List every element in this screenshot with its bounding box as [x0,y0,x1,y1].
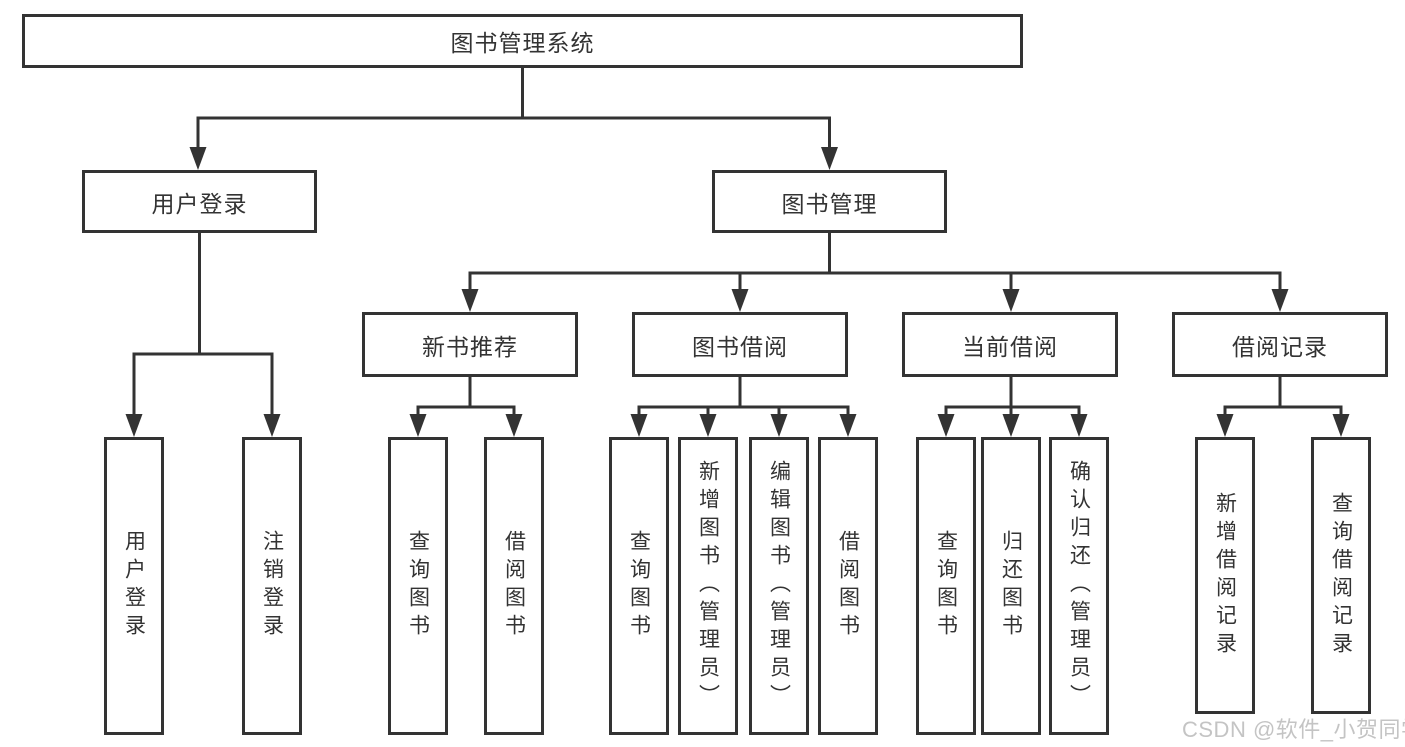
node-leaf-edit-book-admin: 编辑图书（管理员） [749,437,809,735]
node-label: 查询借阅记录 [1329,491,1353,660]
node-leaf-logout: 注销登录 [242,437,302,735]
node-label: 注销登录 [260,530,284,642]
node-label: 查询图书 [934,530,958,642]
node-leaf-user-login: 用户登录 [104,437,164,735]
node-label: 当前借阅 [962,333,1058,360]
node-book-management: 图书管理 [712,170,947,233]
node-book-borrow: 图书借阅 [632,312,848,377]
node-label: 新书推荐 [422,333,518,360]
node-label: 归还图书 [999,530,1023,642]
node-leaf-query-borrow-record: 查询借阅记录 [1311,437,1371,714]
node-label: 借阅图书 [502,530,526,642]
node-label: 借阅记录 [1232,333,1328,360]
node-label: 用户登录 [122,530,146,642]
node-leaf-add-borrow-record: 新增借阅记录 [1195,437,1255,714]
node-leaf-borrow-books-2: 借阅图书 [818,437,878,735]
node-label: 图书管理 [781,190,878,217]
node-label: 借阅图书 [836,530,860,642]
node-label: 新增借阅记录 [1213,491,1237,660]
node-library-management-system: 图书管理系统 [22,14,1023,68]
node-label: 确认归还（管理员） [1067,460,1091,712]
node-label: 查询图书 [627,530,651,642]
node-user-login: 用户登录 [82,170,317,233]
watermark: CSDN @软件_小贺同学 [1182,717,1405,742]
node-label: 图书管理系统 [450,30,595,56]
node-label: 图书借阅 [692,333,788,360]
node-leaf-add-book-admin: 新增图书（管理员） [678,437,738,735]
node-label: 编辑图书（管理员） [767,460,791,712]
node-leaf-return-book: 归还图书 [981,437,1041,735]
node-leaf-query-books-1: 查询图书 [388,437,448,735]
node-borrow-records: 借阅记录 [1172,312,1388,377]
node-leaf-query-books-3: 查询图书 [916,437,976,735]
node-label: 查询图书 [406,530,430,642]
node-leaf-query-books-2: 查询图书 [609,437,669,735]
node-new-book-recommend: 新书推荐 [362,312,578,377]
node-leaf-confirm-return-admin: 确认归还（管理员） [1049,437,1109,735]
node-current-borrow: 当前借阅 [902,312,1118,377]
node-label: 新增图书（管理员） [696,460,720,712]
node-leaf-borrow-books-1: 借阅图书 [484,437,544,735]
node-label: 用户登录 [151,190,248,217]
